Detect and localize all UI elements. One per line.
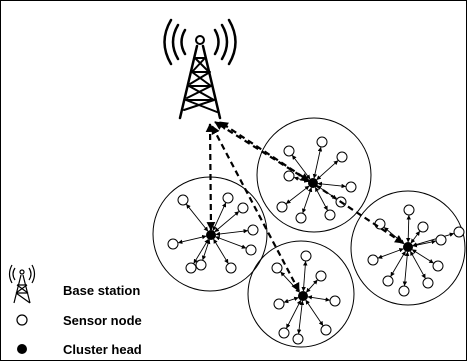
sensor-node <box>283 145 295 157</box>
node-link <box>317 181 346 189</box>
sensor-node <box>225 262 237 274</box>
sensor-node <box>247 224 259 236</box>
node-link <box>215 236 247 249</box>
uplink-2 <box>214 121 310 182</box>
cluster-head <box>298 291 308 301</box>
node-link <box>377 248 404 259</box>
node-link <box>307 295 331 302</box>
sensor-node <box>185 262 197 274</box>
sensor-node <box>422 277 434 289</box>
sensor-node <box>382 275 394 287</box>
sensor-node <box>432 260 444 272</box>
node-link <box>212 202 227 231</box>
base-station-icon <box>163 18 237 120</box>
node-link <box>301 187 313 214</box>
uplink-4 <box>211 125 300 292</box>
sensor-node <box>453 226 465 238</box>
cluster-boundary <box>256 117 372 233</box>
sensor-node <box>403 204 415 216</box>
sensor-node <box>177 194 189 206</box>
node-link <box>213 238 229 264</box>
sensor-node <box>278 327 290 339</box>
sensor-node <box>374 218 386 230</box>
cluster-head <box>206 230 216 240</box>
node-link <box>390 250 406 277</box>
tower-icon <box>8 264 36 304</box>
node-link <box>316 160 339 180</box>
sensor-node <box>417 221 429 233</box>
sensor-node <box>316 136 328 148</box>
node-link <box>410 250 426 279</box>
sensor-node <box>195 259 207 271</box>
sensor-node <box>367 254 379 266</box>
node-link <box>410 231 421 244</box>
sensor-node <box>315 270 327 282</box>
sensor-node <box>273 298 285 310</box>
node-link <box>285 185 310 204</box>
sensor-node <box>345 181 357 193</box>
sensor-node <box>245 244 257 256</box>
sensor-node <box>292 333 304 345</box>
cluster-boundary <box>350 190 466 306</box>
sensor-node <box>276 201 288 213</box>
node-link <box>306 279 318 293</box>
node-link <box>305 299 324 326</box>
sensor-node <box>398 285 410 297</box>
node-link <box>286 300 302 329</box>
sensor-node <box>435 234 447 246</box>
legend-label-base-station: Base station <box>63 283 140 298</box>
sensor-node <box>237 202 249 214</box>
node-link <box>402 251 410 286</box>
legend-item-cluster-head: Cluster head <box>17 342 142 357</box>
node-link <box>405 215 411 243</box>
node-link <box>301 261 308 292</box>
node-link <box>280 271 300 293</box>
sensor-node-icon <box>16 314 28 326</box>
sensor-node <box>167 238 179 250</box>
cluster-head-icon <box>17 344 27 354</box>
legend: Base station Sensor node Cluster head <box>8 264 142 357</box>
sensor-node <box>271 262 283 274</box>
node-link <box>186 203 209 232</box>
legend-item-sensor-node: Sensor node <box>16 313 142 328</box>
sensor-node <box>336 151 348 163</box>
uplink-1 <box>205 123 216 231</box>
cluster-4 <box>247 240 355 348</box>
sensor-node <box>320 324 332 336</box>
sensor-node <box>295 212 307 224</box>
sensor-node <box>329 295 341 307</box>
sensor-node <box>300 250 312 262</box>
legend-item-base-station: Base station <box>8 264 140 304</box>
node-link <box>312 146 323 179</box>
node-link <box>283 296 299 304</box>
sensor-node <box>222 192 234 204</box>
node-link <box>215 228 248 237</box>
legend-label-sensor-node: Sensor node <box>63 313 142 328</box>
node-link <box>296 300 305 334</box>
node-link <box>214 211 240 233</box>
node-link <box>201 239 211 261</box>
legend-label-cluster-head: Cluster head <box>63 342 142 357</box>
node-link <box>412 232 455 247</box>
cluster-3 <box>350 190 466 306</box>
sensor-node <box>324 209 336 221</box>
cluster-head <box>403 242 413 252</box>
cluster-2 <box>256 117 372 233</box>
node-link <box>177 234 207 244</box>
sensor-node <box>283 170 295 182</box>
